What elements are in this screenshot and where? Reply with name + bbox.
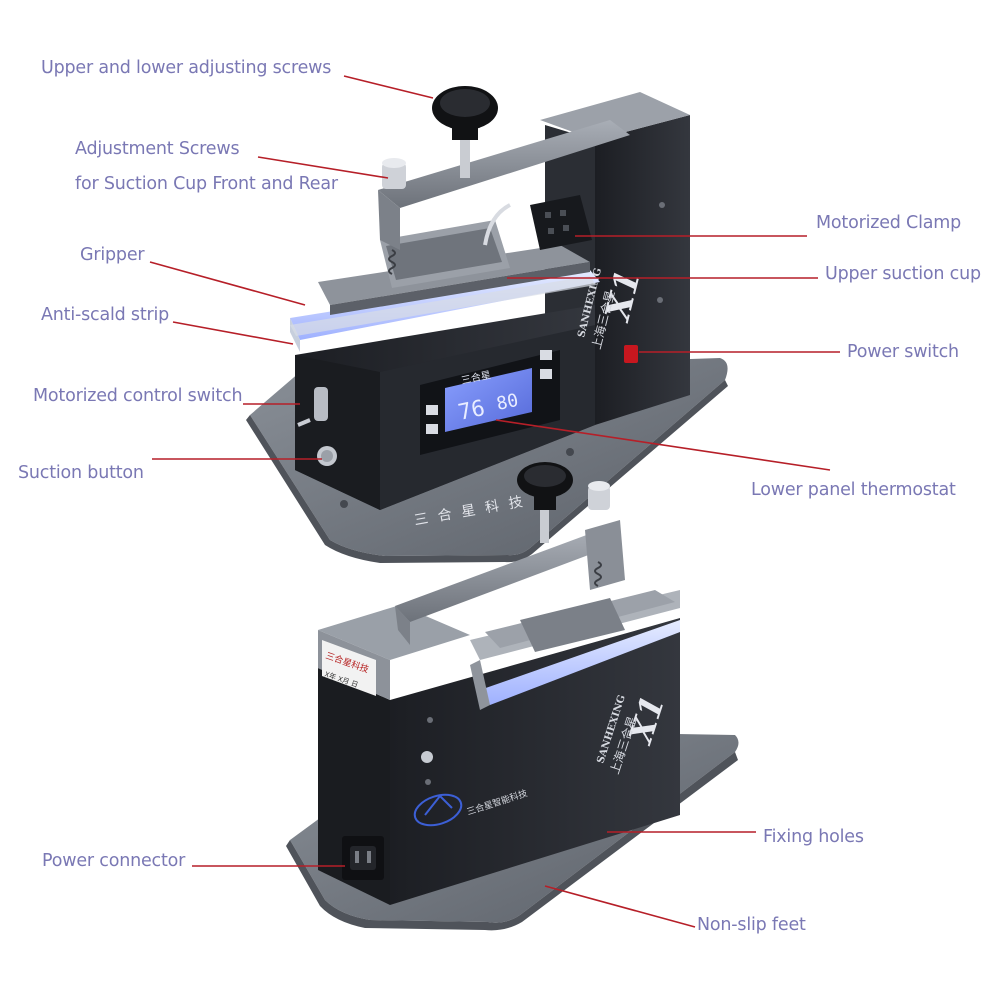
rear-logo-icon bbox=[413, 793, 463, 827]
lcd-value-right: 80 bbox=[495, 390, 521, 415]
leader-non-slip-feet bbox=[544, 885, 696, 928]
top-machine: 76 80 三合星 X1 SANHEXING 上海三合星 三合星科技 bbox=[246, 86, 728, 563]
leader-lines bbox=[149, 75, 840, 928]
power-switch-icon bbox=[624, 345, 638, 363]
label-suction-button: Suction button bbox=[18, 463, 144, 483]
label-upper-lower-adjusting-screws: Upper and lower adjusting screws bbox=[41, 58, 332, 78]
leader-lower-thermostat bbox=[495, 419, 831, 471]
label-lower-panel-thermostat: Lower panel thermostat bbox=[751, 480, 956, 500]
bottom-glow-plate bbox=[480, 620, 680, 705]
bottom-arm bbox=[395, 530, 615, 622]
rear-round-button-icon bbox=[421, 751, 433, 763]
bottom-body-right bbox=[390, 618, 680, 905]
label-fixing-holes: Fixing holes bbox=[763, 827, 864, 847]
label-power-connector: Power connector bbox=[42, 851, 186, 871]
top-tower-front bbox=[595, 115, 690, 425]
bottom-machine: 三合星科技 X年 X月 日 三合星智能科技 X1 SANHEXING 上海三合星 bbox=[286, 462, 739, 931]
lcd-value-left: 76 bbox=[456, 396, 487, 426]
leader-suction-adjust-screws bbox=[257, 156, 389, 179]
top-base-hole-icon bbox=[340, 500, 348, 508]
black-knob-icon bbox=[432, 86, 498, 178]
silver-screw-icon bbox=[382, 163, 406, 189]
label-suction-cup-adjustment-screws: Adjustment Screws for Suction Cup Front … bbox=[75, 139, 338, 194]
leader-gripper bbox=[149, 261, 306, 306]
label-motorized-control-switch: Motorized control switch bbox=[33, 386, 243, 406]
top-tower-top bbox=[540, 92, 690, 140]
rear-sticker bbox=[322, 640, 376, 696]
top-base-hole-icon bbox=[566, 448, 574, 456]
leader-upper-lower-screws bbox=[343, 75, 434, 99]
leader-anti-scald bbox=[172, 321, 294, 345]
label-gripper: Gripper bbox=[80, 245, 145, 265]
label-upper-suction-cup: Upper suction cup bbox=[825, 264, 981, 284]
upper-arm bbox=[378, 120, 630, 208]
label-power-switch: Power switch bbox=[847, 342, 959, 362]
toggle-switch-icon bbox=[314, 387, 328, 421]
label-motorized-clamp: Motorized Clamp bbox=[816, 213, 962, 233]
bottom-silver-screw-icon bbox=[588, 486, 610, 510]
bottom-black-knob-icon bbox=[517, 462, 573, 543]
label-anti-scald-strip: Anti-scald strip bbox=[41, 305, 170, 325]
bottom-body-top bbox=[318, 605, 470, 660]
lcd-screen bbox=[445, 368, 532, 432]
spring-icon bbox=[388, 249, 396, 275]
label-non-slip-feet: Non-slip feet bbox=[697, 915, 806, 935]
